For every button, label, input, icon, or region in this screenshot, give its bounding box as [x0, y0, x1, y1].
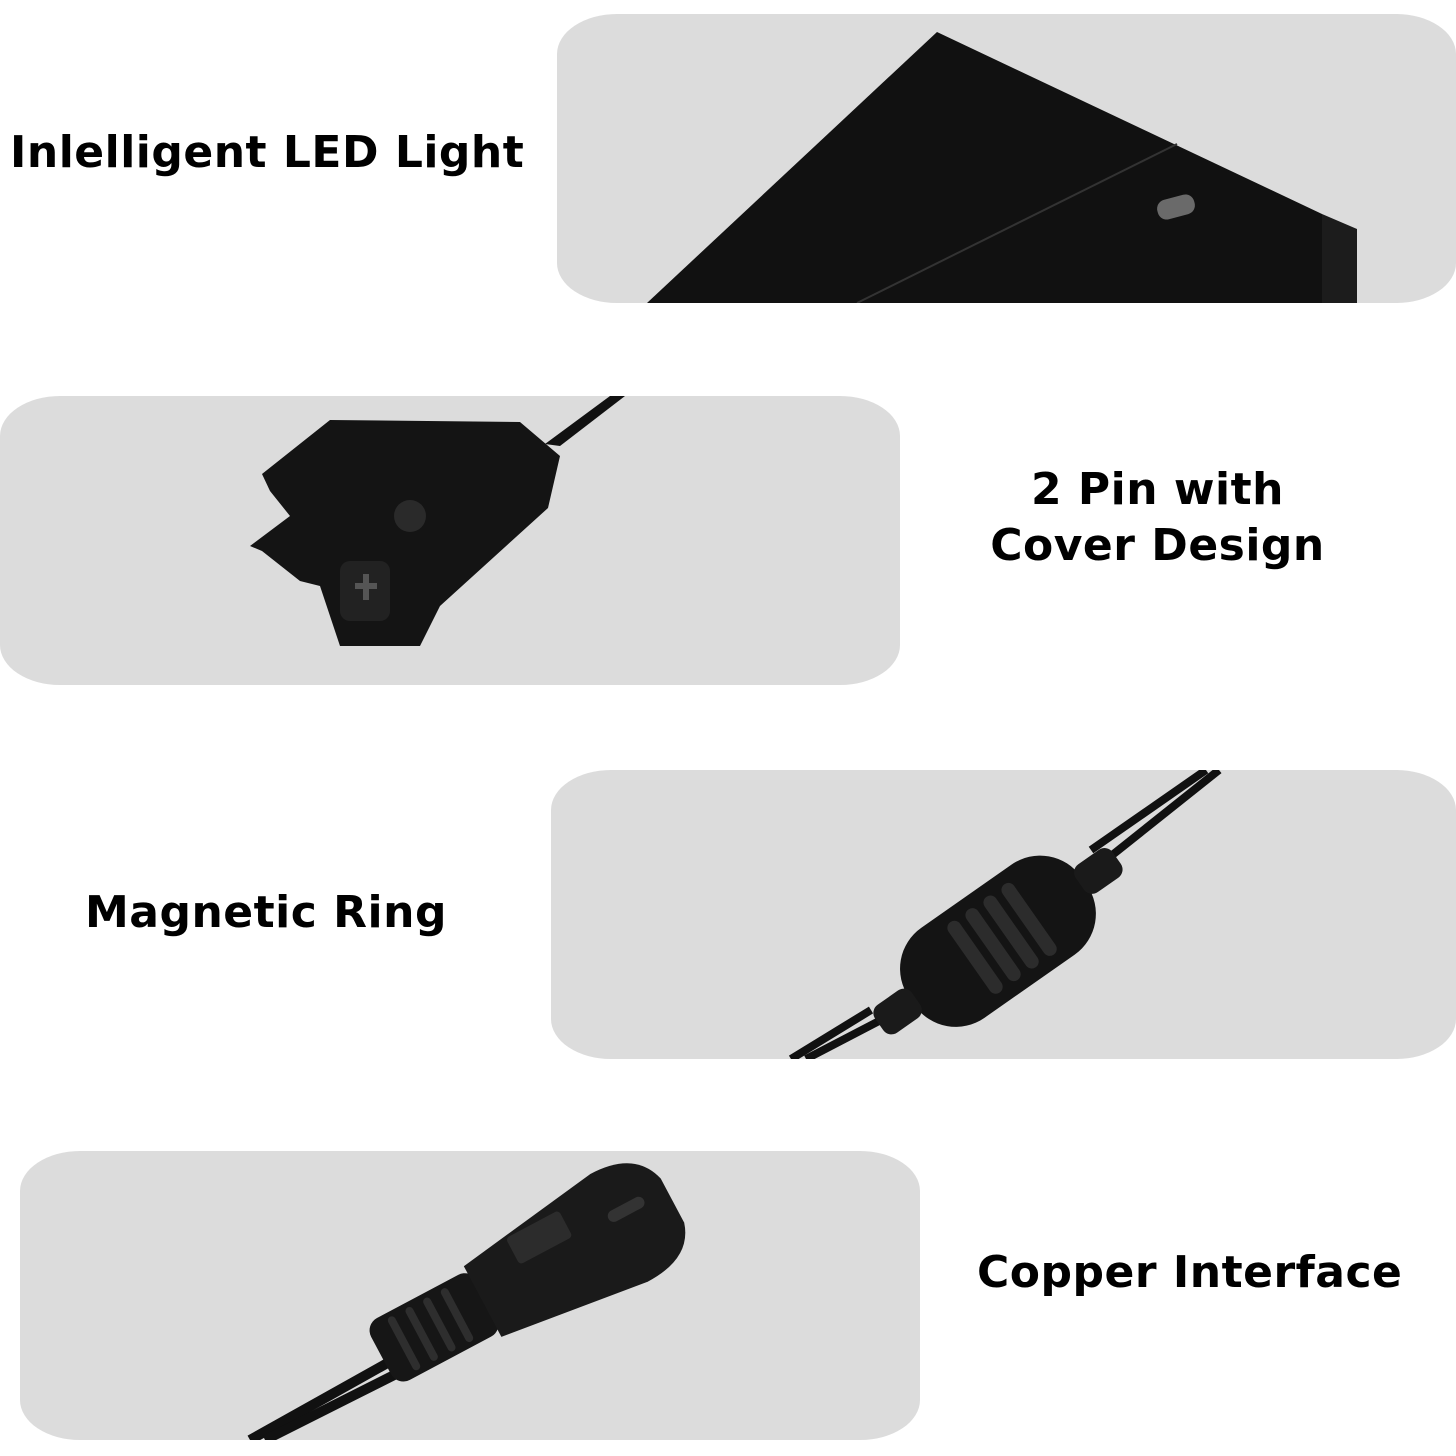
- feature-label-2pin-line2: Cover Design: [990, 520, 1325, 571]
- feature-panel-copper: [20, 1151, 920, 1440]
- adapter-led-icon: [647, 32, 1357, 303]
- feature-label-led-light: Inlelligent LED Light: [10, 127, 525, 178]
- figure8-connector-icon: [247, 1163, 686, 1440]
- feature-panel-magnetic-ring: [551, 770, 1456, 1059]
- feature-panel-led-light: [557, 14, 1456, 303]
- dc-plug-icon: [250, 396, 625, 646]
- feature-label-magnetic-ring: Magnetic Ring: [85, 887, 447, 938]
- feature-panel-2pin: [0, 396, 900, 685]
- ferrite-core-icon: [788, 770, 1222, 1059]
- feature-label-2pin-line1: 2 Pin with: [1031, 464, 1284, 515]
- feature-label-copper: Copper Interface: [977, 1247, 1403, 1298]
- feature-label-2pin-block: 2 Pin with Cover Design: [960, 462, 1355, 574]
